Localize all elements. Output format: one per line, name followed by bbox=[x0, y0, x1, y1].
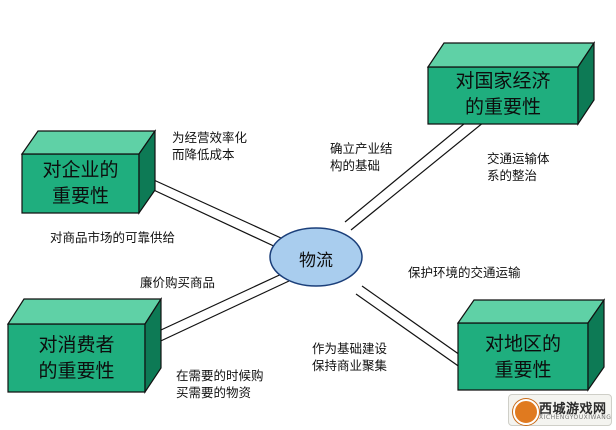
annotation-efficiency-line-1: 为经营效率化 bbox=[172, 130, 248, 145]
annotation-industry-line-2: 构的基础 bbox=[330, 158, 381, 173]
annotation-timely-line-1: 在需要的时候购 bbox=[176, 368, 264, 383]
box-national bbox=[426, 41, 596, 126]
node-national-line-1: 对国家经济 bbox=[455, 70, 551, 92]
annotation-timely: 在需要的时候购 买需要的物资 bbox=[176, 367, 264, 401]
watermark-text: 西城游戏网 bbox=[539, 402, 607, 417]
annotation-infrastructure-line-1: 作为基础建设 bbox=[312, 341, 388, 356]
watermark-subtext: XICHENGYOUXIWANG bbox=[539, 414, 612, 421]
annotation-transport: 交通运输体 系的整治 bbox=[487, 150, 550, 184]
node-enterprise-line-1: 对企业的 bbox=[42, 159, 119, 181]
annotation-transport-line-2: 系的整治 bbox=[487, 168, 538, 183]
connector-region bbox=[355, 285, 471, 371]
box-region bbox=[456, 298, 606, 392]
annotation-environment: 保护环境的交通运输 bbox=[408, 265, 521, 280]
node-region-line-2: 重要性 bbox=[494, 359, 552, 381]
node-consumer-line-1: 对消费者 bbox=[38, 334, 115, 356]
watermark-badge-icon bbox=[513, 399, 539, 425]
annotation-infrastructure: 作为基础建设 保持商业聚集 bbox=[312, 340, 387, 374]
node-consumer-line-2: 的重要性 bbox=[38, 360, 115, 382]
annotation-market: 对商品市场的可靠供给 bbox=[50, 230, 176, 245]
annotation-timely-line-2: 买需要的物资 bbox=[176, 385, 252, 400]
annotation-efficiency-line-2: 而降低成本 bbox=[172, 147, 235, 162]
annotation-industry-line-1: 确立产业结 bbox=[330, 141, 393, 156]
annotation-transport-line-1: 交通运输体 bbox=[487, 151, 550, 166]
box-enterprise bbox=[20, 129, 157, 215]
annotation-industry: 确立产业结 构的基础 bbox=[330, 140, 393, 174]
node-region-label: 对地区的 重要性 bbox=[458, 331, 588, 383]
node-region-line-1: 对地区的 bbox=[484, 333, 561, 355]
box-consumer bbox=[6, 296, 163, 394]
annotation-cheap: 廉价购买商品 bbox=[140, 275, 216, 290]
node-national-line-2: 的重要性 bbox=[464, 96, 541, 118]
annotation-infrastructure-line-2: 保持商业聚集 bbox=[312, 358, 388, 373]
node-enterprise-line-2: 重要性 bbox=[51, 185, 109, 207]
node-consumer-label: 对消费者 的重要性 bbox=[8, 332, 145, 384]
node-national-label: 对国家经济 的重要性 bbox=[428, 68, 578, 120]
connector-national bbox=[344, 113, 485, 231]
hub-label: 物流 bbox=[299, 251, 333, 271]
annotation-efficiency: 为经营效率化 而降低成本 bbox=[172, 129, 247, 163]
site-watermark: 西城游戏网 XICHENGYOUXIWANG bbox=[508, 394, 612, 426]
node-enterprise-label: 对企业的 重要性 bbox=[22, 157, 139, 209]
hub-ellipse bbox=[269, 227, 363, 287]
connector-consumer bbox=[147, 271, 290, 347]
connector-enterprise bbox=[144, 175, 282, 249]
